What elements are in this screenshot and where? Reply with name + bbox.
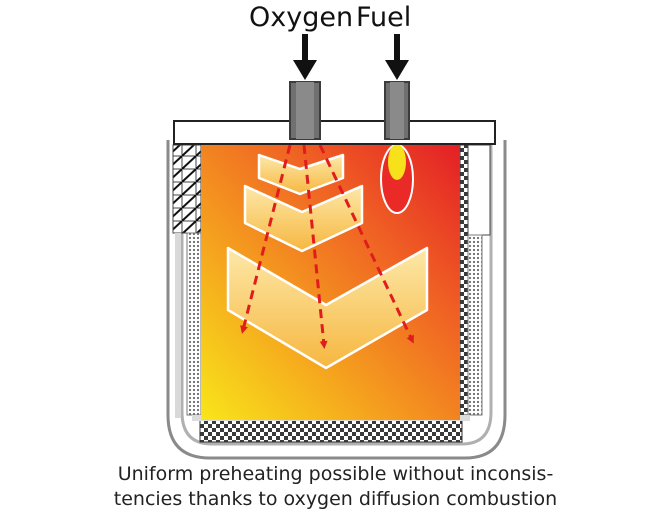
- fuel-flame-core: [388, 144, 406, 180]
- fuel-supply-arrow: [385, 34, 409, 80]
- chevron-small: [257, 153, 345, 196]
- flow-arrow-left: [240, 144, 292, 334]
- fuel-nozzle-inner: [390, 82, 404, 139]
- ladle-outer-shell: [166, 140, 507, 460]
- gas-flow-arrows: [240, 144, 414, 349]
- flow-arrow-right: [318, 144, 414, 344]
- chevron-large: [226, 246, 429, 370]
- oxygen-nozzle-inner: [296, 82, 314, 139]
- oxygen-label: Oxygen: [249, 2, 354, 33]
- flow-arrow-center: [302, 144, 328, 349]
- fuel-label: Fuel: [356, 2, 412, 33]
- ladle-inner-shell: [180, 145, 493, 446]
- chevron-medium: [243, 184, 364, 253]
- right-brick-lining: [459, 144, 491, 416]
- diagram-caption: Uniform preheating possible without inco…: [0, 462, 671, 512]
- caption-line-1: Uniform preheating possible without inco…: [117, 463, 554, 485]
- oxygen-supply-arrow: [293, 34, 317, 80]
- left-brick-lining: [172, 144, 202, 418]
- ladle-lid: [173, 120, 496, 145]
- caption-line-2: tencies thanks to oxygen diffusion combu…: [113, 488, 558, 510]
